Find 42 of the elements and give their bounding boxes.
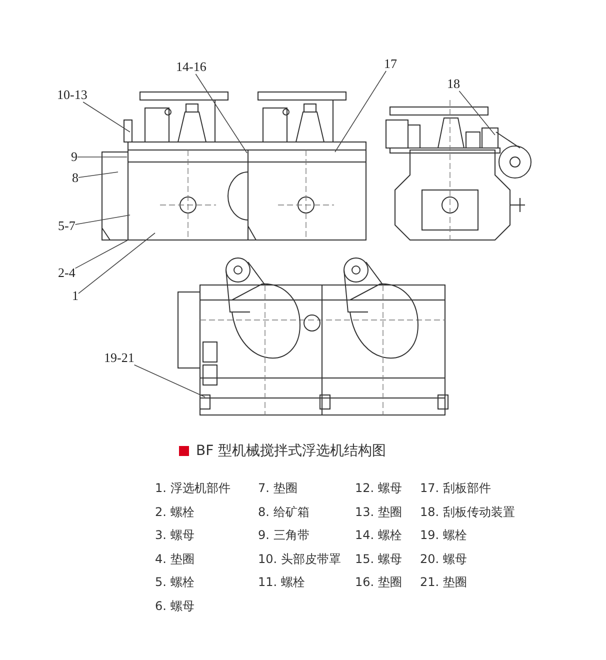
callout-number: 10-13 bbox=[57, 88, 88, 102]
parts-list-item: 12. 螺母 bbox=[355, 481, 402, 496]
parts-list-item: 16. 垫圈 bbox=[355, 575, 402, 590]
leader-line bbox=[74, 240, 128, 269]
leader-line bbox=[334, 70, 386, 152]
callout-number: 8 bbox=[72, 171, 78, 185]
parts-list-item: 19. 螺栓 bbox=[420, 528, 467, 543]
parts-list-item: 14. 螺栓 bbox=[355, 528, 402, 543]
callout-number: 2-4 bbox=[58, 266, 76, 280]
parts-list-item: 18. 刮板传动装置 bbox=[420, 504, 515, 520]
leader-line bbox=[74, 214, 130, 225]
leader-line bbox=[134, 364, 206, 398]
callout-number: 18 bbox=[447, 77, 460, 91]
callout-number: 5-7 bbox=[58, 219, 76, 233]
leader-line bbox=[78, 172, 118, 178]
parts-list-item: 17. 刮板部件 bbox=[420, 481, 491, 496]
parts-list-item: 6. 螺母 bbox=[155, 598, 194, 614]
callout-number: 14-16 bbox=[176, 60, 206, 74]
parts-list-item: 4. 垫圈 bbox=[155, 552, 194, 566]
callout-number: 19-21 bbox=[104, 351, 134, 365]
leader-line bbox=[82, 102, 130, 132]
parts-list-item: 15. 螺母 bbox=[355, 552, 402, 566]
diagram-title: BF 型机械搅拌式浮选机结构图 bbox=[196, 442, 386, 460]
parts-list-item: 2. 螺栓 bbox=[155, 504, 194, 520]
parts-list-item: 5. 螺栓 bbox=[155, 575, 194, 590]
callout-number: 17 bbox=[384, 57, 397, 71]
parts-list-item: 10. 头部皮带罩 bbox=[258, 552, 341, 566]
parts-list-item: 11. 螺栓 bbox=[258, 575, 305, 590]
parts-list-item: 1. 浮选机部件 bbox=[155, 481, 230, 496]
leader-line bbox=[78, 232, 156, 294]
callout-number: 1 bbox=[72, 289, 78, 303]
leader-line bbox=[195, 74, 248, 154]
leader-line bbox=[458, 90, 496, 136]
parts-list-item: 13. 垫圈 bbox=[355, 504, 402, 520]
parts-list-item: 21. 垫圈 bbox=[420, 575, 467, 590]
parts-list-item: 9. 三角带 bbox=[258, 528, 310, 543]
parts-list-item: 3. 螺母 bbox=[155, 528, 194, 543]
callout-number: 9 bbox=[71, 150, 78, 164]
leader-line bbox=[77, 156, 128, 158]
parts-list-item: 8. 给矿箱 bbox=[258, 504, 310, 520]
parts-list-item: 7. 垫圈 bbox=[258, 481, 298, 496]
parts-list-item: 20. 螺母 bbox=[420, 552, 467, 566]
